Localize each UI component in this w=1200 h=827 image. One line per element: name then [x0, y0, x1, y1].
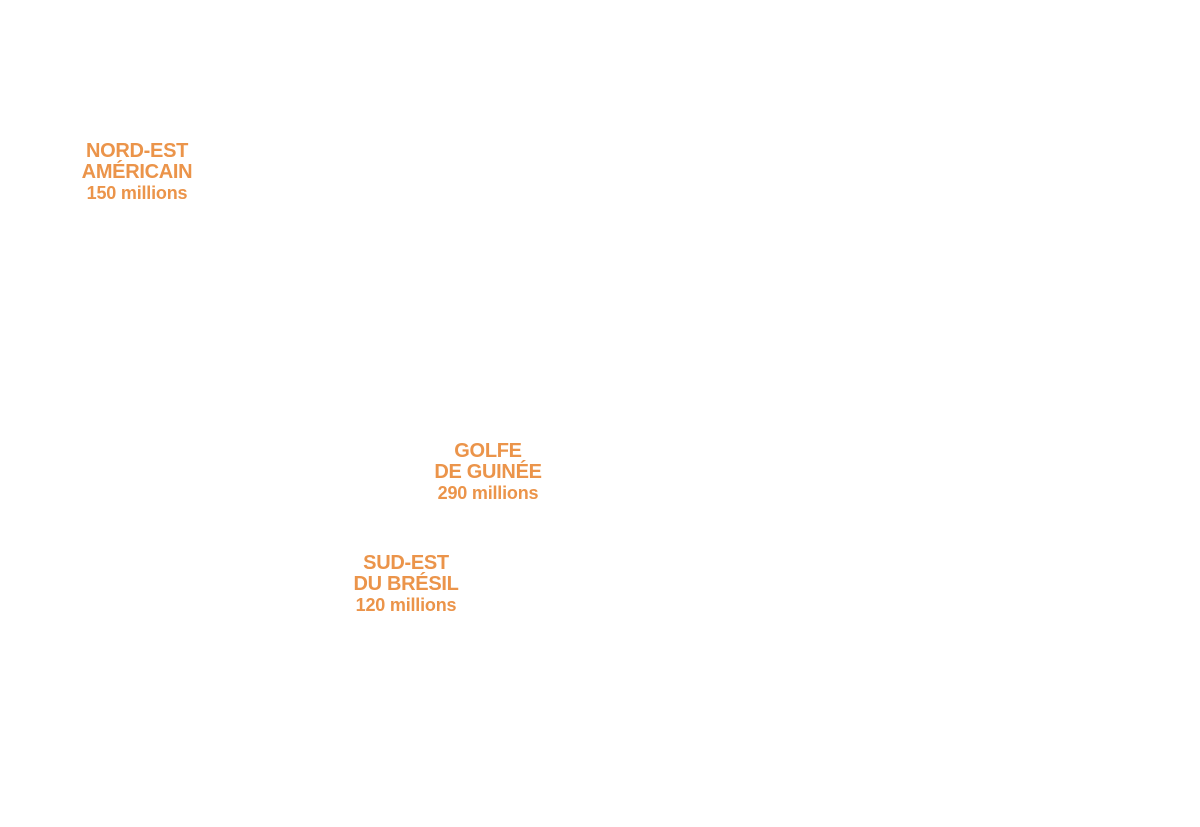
region-name-line: AMÉRICAIN [81, 161, 193, 183]
region-name-line: SUD-EST [363, 552, 449, 574]
region-population: 150 millions [86, 183, 188, 203]
region-name-line: NORD-EST [85, 140, 189, 162]
region-label-golfe-de-guinee: GOLFE DE GUINÉE 290 millions [434, 440, 542, 504]
region-label-sud-est-du-bresil: SUD-EST DU BRÉSIL 120 millions [353, 553, 458, 616]
region-label-nord-est-americain: NORD-EST AMÉRICAIN 150 millions [82, 141, 193, 204]
region-population: 120 millions [355, 595, 457, 615]
region-name-line: DU BRÉSIL [353, 573, 459, 595]
region-name-line: DE GUINÉE [434, 461, 542, 483]
region-name-line: GOLFE [454, 440, 522, 462]
region-population: 290 millions [437, 483, 539, 503]
